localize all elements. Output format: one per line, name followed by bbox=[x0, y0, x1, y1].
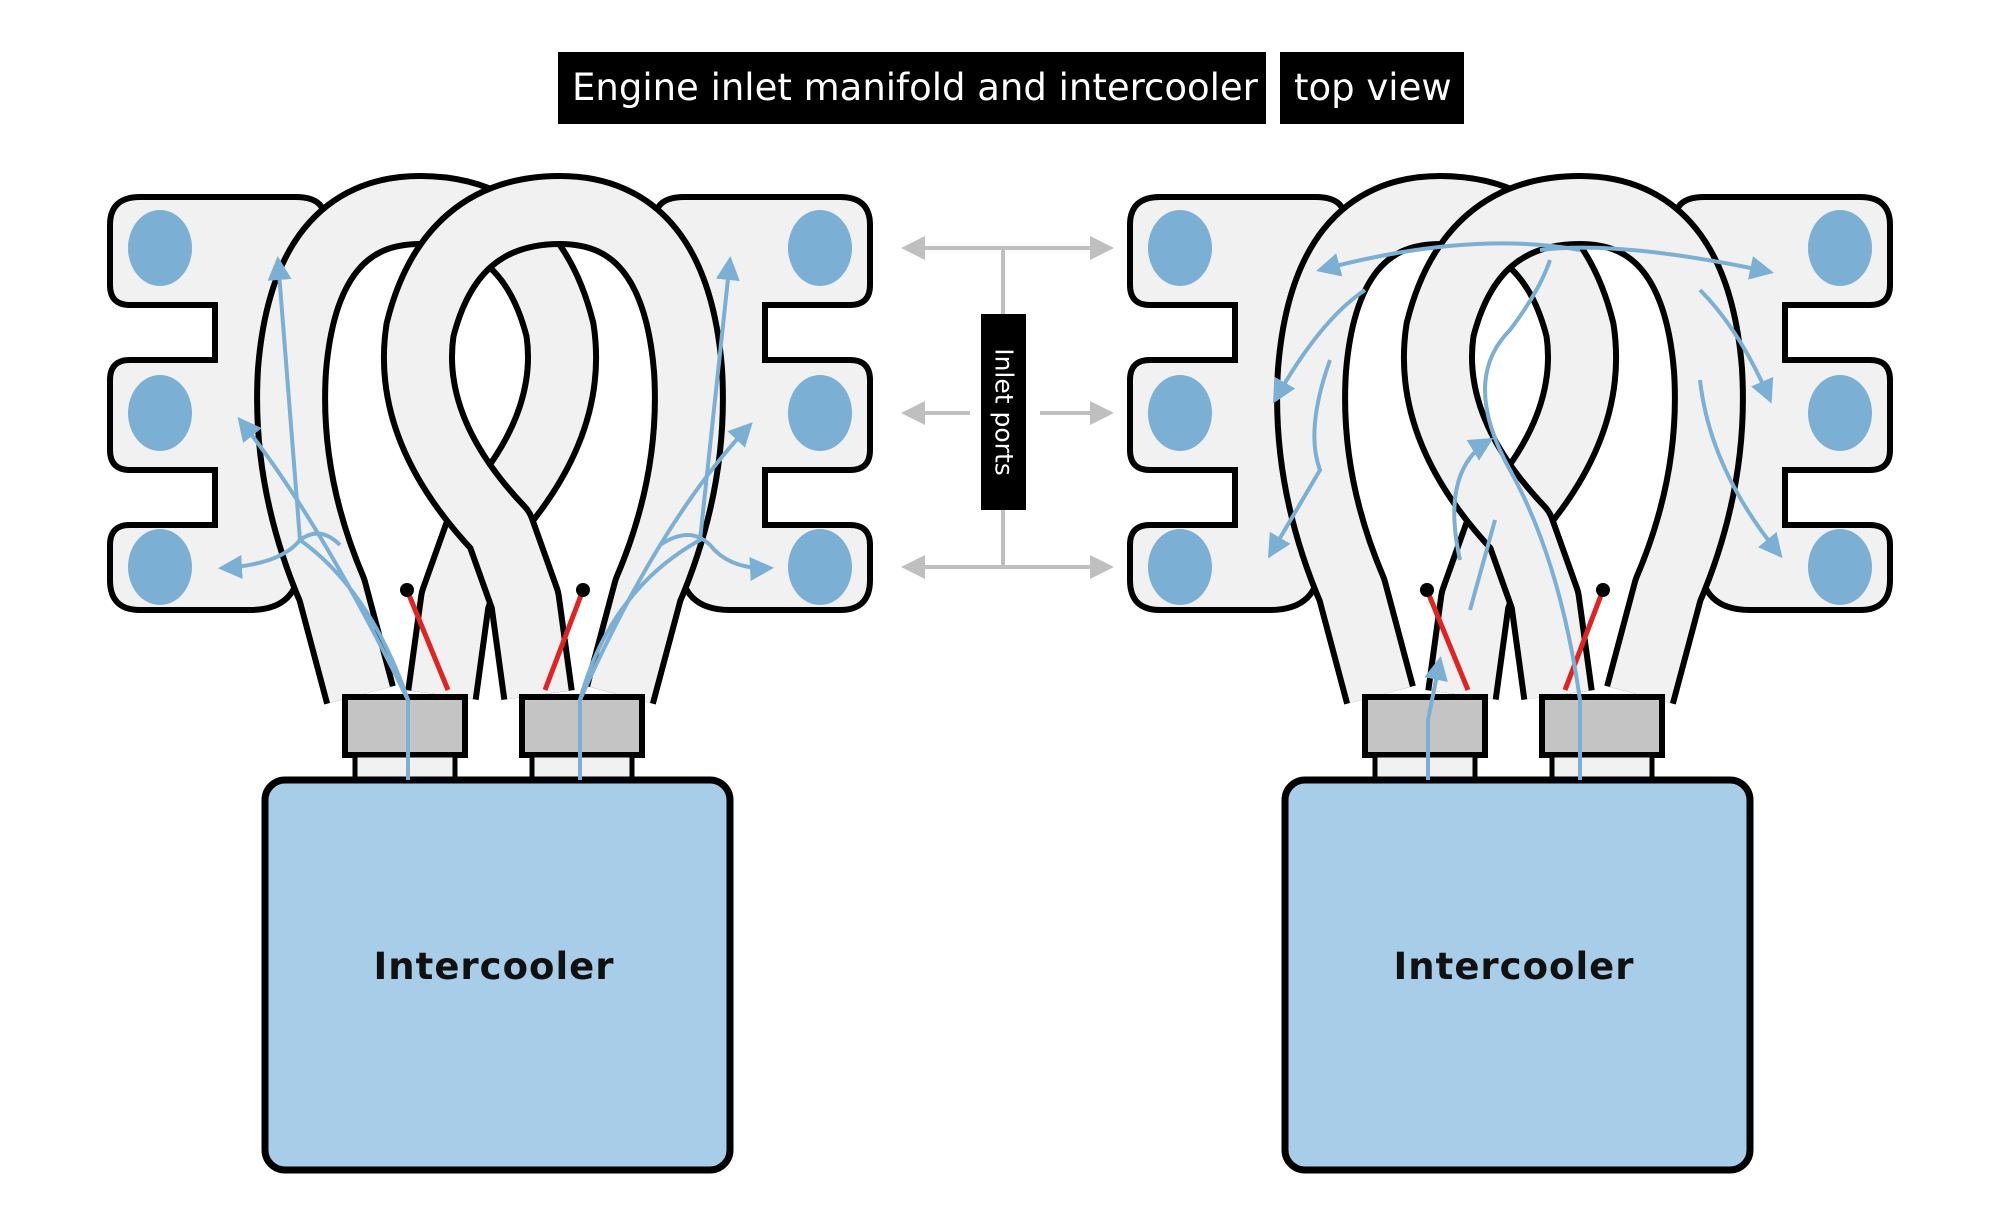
left-assembly bbox=[110, 197, 870, 1170]
diagram-title: Engine inlet manifold and intercooler bbox=[558, 52, 1266, 124]
view-label: top view bbox=[1280, 52, 1464, 124]
right-assembly bbox=[1130, 197, 1890, 1170]
right-intercooler-label: Intercooler bbox=[1393, 945, 1635, 988]
inlet-ports-label: Inlet ports bbox=[989, 348, 1018, 476]
inlet-port-leaders bbox=[901, 236, 1114, 579]
inlet-ports-label-box: Inlet ports bbox=[981, 314, 1026, 510]
right-flow-arrows bbox=[1267, 241, 1783, 780]
left-flow-arrows bbox=[218, 256, 774, 780]
left-intercooler-label: Intercooler bbox=[373, 945, 615, 988]
